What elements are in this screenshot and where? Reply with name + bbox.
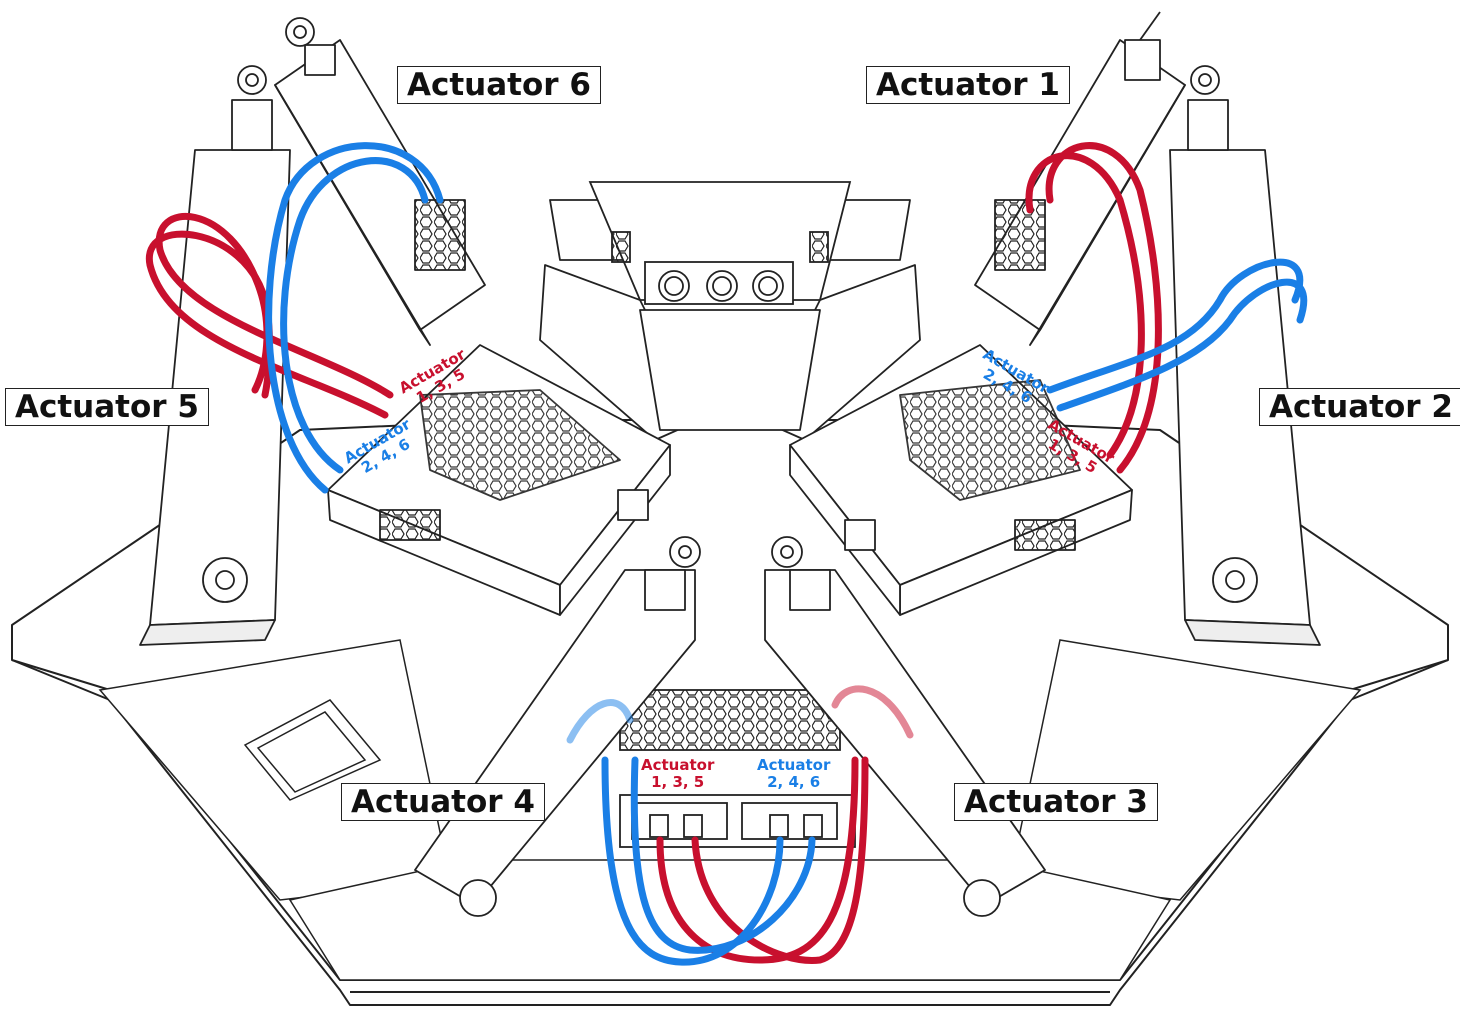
callout-actuator-6: Actuator 6 [397, 66, 601, 104]
cable-even-stub [566, 699, 634, 744]
cable-even-bottom-2 [630, 756, 816, 954]
tag-bottom-even-title: Actuator [757, 756, 831, 774]
tag-bottom-even: Actuator 2, 4, 6 [757, 757, 830, 791]
cable-odd-bottom-1 [656, 756, 859, 964]
top-connector-box [588, 181, 852, 305]
cable-odd-right-2 [1045, 142, 1162, 474]
callout-actuator-5: Actuator 5 [5, 388, 209, 426]
tag-bottom-odd-ids: 1, 3, 5 [651, 773, 705, 791]
controller-box-left [327, 344, 671, 616]
cable-even-bottom-1 [601, 756, 784, 966]
cables-even [265, 142, 1308, 966]
cable-odd-bottom-2 [691, 756, 869, 964]
cable-even-left-1 [280, 157, 429, 474]
actuator-6-body [274, 17, 486, 346]
tag-bottom-odd: Actuator 1, 3, 5 [641, 757, 714, 791]
controller-box-right [789, 344, 1133, 616]
callout-actuator-3: Actuator 3 [954, 783, 1158, 821]
callout-actuator-2: Actuator 2 [1259, 388, 1460, 426]
cable-odd-right-1 [1025, 152, 1145, 459]
actuator-1-body [974, 11, 1186, 346]
platform-wings [98, 639, 1362, 981]
cable-even-right-1 [1046, 258, 1304, 394]
callout-actuator-1: Actuator 1 [866, 66, 1070, 104]
bottom-connector-module [619, 689, 856, 848]
actuator-2-body [1169, 65, 1321, 646]
tag-bottom-even-ids: 2, 4, 6 [767, 773, 821, 791]
callout-actuator-4: Actuator 4 [341, 783, 545, 821]
tag-bottom-odd-title: Actuator [641, 756, 715, 774]
actuator-4-body [414, 536, 701, 917]
cable-odd-stub [831, 685, 914, 739]
cable-even-left-2 [265, 142, 444, 494]
actuator-3-body [764, 536, 1046, 917]
cable-even-right-2 [1056, 278, 1308, 412]
